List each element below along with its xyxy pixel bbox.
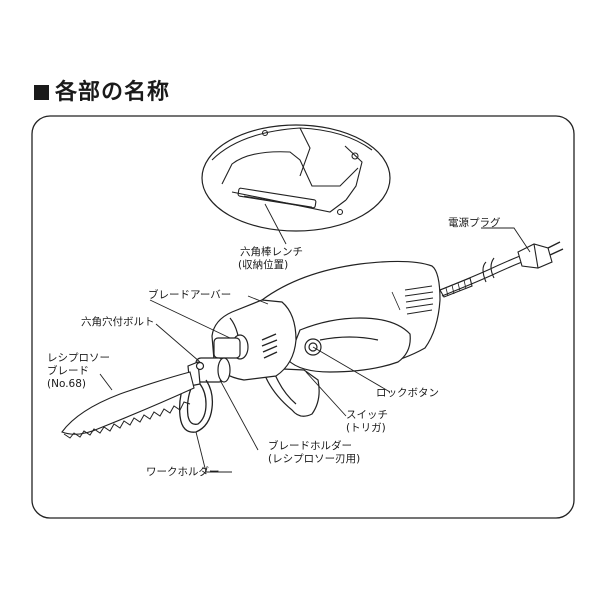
diagram-frame	[31, 115, 575, 519]
square-bullet-icon	[34, 85, 49, 100]
label-switch: スイッチ (トリガ)	[346, 409, 388, 435]
label-hex-wrench-line1: 六角棒レンチ	[240, 246, 303, 258]
label-lock-button: ロックボタン	[376, 387, 439, 399]
label-saw-blade-line2: ブレード	[47, 365, 89, 377]
label-saw-blade: レシプロソー ブレード (No.68)	[47, 352, 110, 391]
blade-holder	[187, 357, 231, 387]
label-blade-arbor: ブレードアーバー	[148, 289, 232, 301]
label-hex-wrench-line2: (収納位置)	[238, 259, 289, 271]
label-power-plug: 電源プラグ	[448, 217, 501, 229]
saw-body	[211, 260, 441, 417]
label-hex-wrench: 六角棒レンチ (収納位置)	[238, 246, 303, 272]
label-switch-line1: スイッチ	[346, 409, 388, 421]
leader-lines	[99, 203, 531, 473]
page-title-text: 各部の名称	[55, 80, 171, 105]
power-cord	[439, 255, 523, 298]
reciprocating-saw-blade	[61, 371, 195, 439]
wrench-storage-detail	[201, 124, 391, 232]
page-title: 各部の名称	[34, 74, 170, 106]
power-plug	[517, 241, 564, 269]
label-work-holder: ワークホルダー	[146, 466, 220, 478]
label-blade-holder-line2: (レシプロソー刃用)	[268, 453, 361, 465]
label-hex-socket-bolt: 六角穴付ボルト	[81, 316, 155, 328]
label-blade-holder: ブレードホルダー (レシプロソー刃用)	[268, 440, 360, 466]
label-saw-blade-line3: (No.68)	[47, 378, 86, 390]
label-blade-holder-line1: ブレードホルダー	[268, 440, 352, 452]
label-switch-line2: (トリガ)	[346, 422, 386, 434]
label-saw-blade-line1: レシプロソー	[47, 352, 110, 364]
